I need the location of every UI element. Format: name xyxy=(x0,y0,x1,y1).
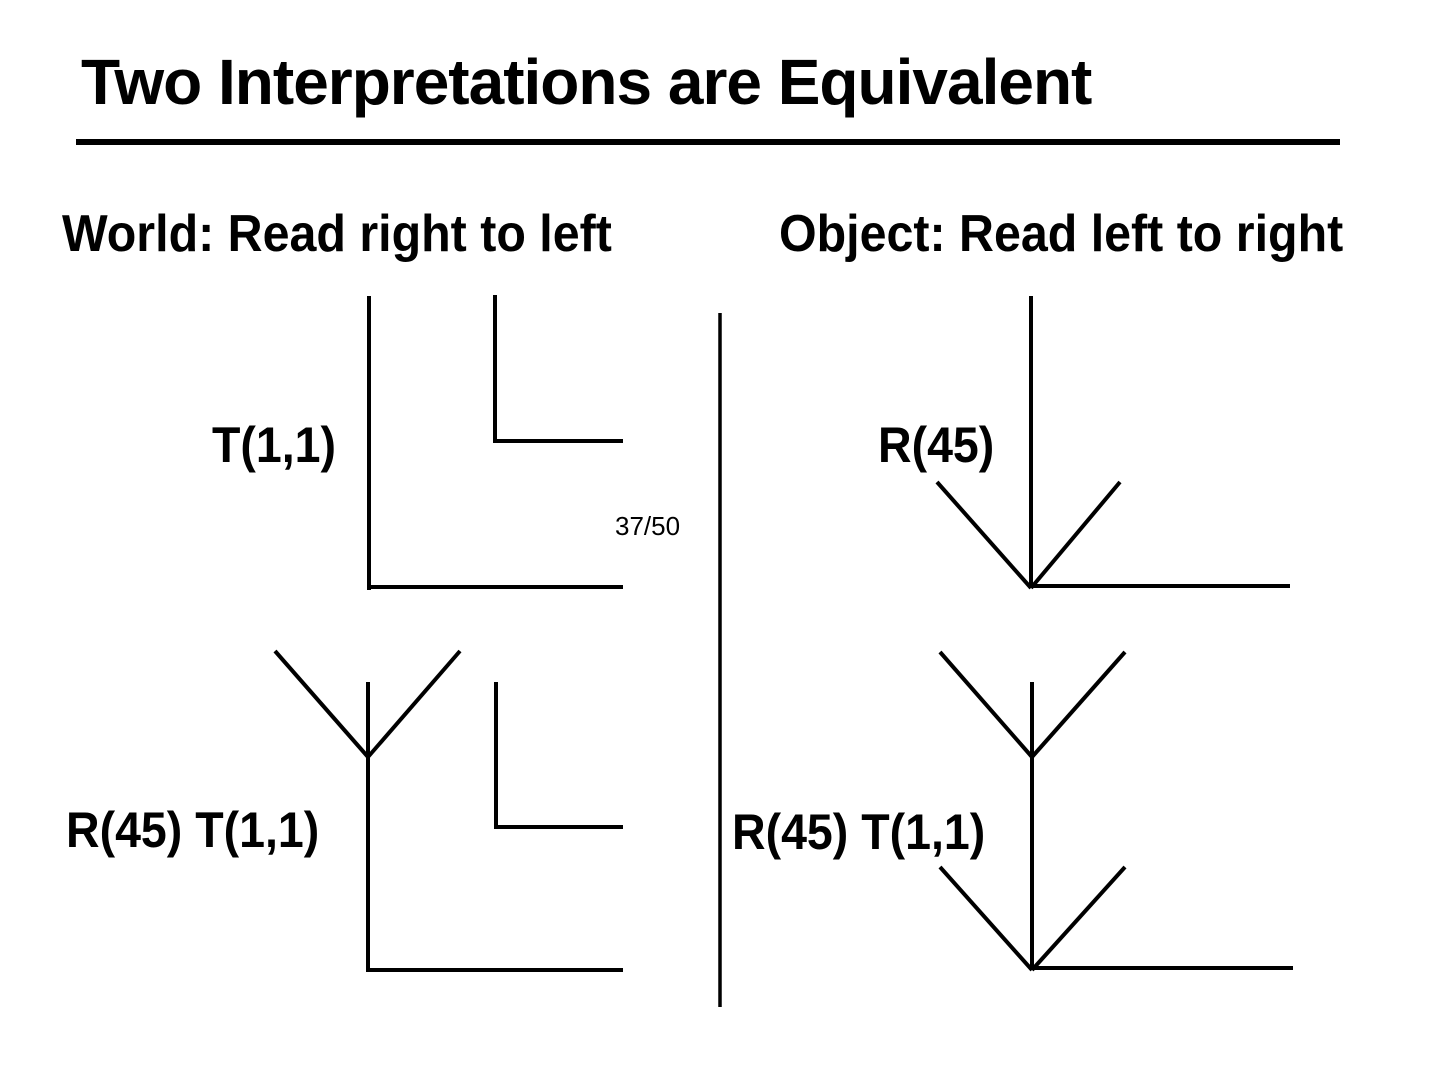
object-rotate-diagram xyxy=(935,296,1290,590)
label-rotate-translate-world-text: R(45) T(1,1) xyxy=(66,802,320,858)
title-underline xyxy=(76,139,1340,145)
rotated-right-arm xyxy=(366,649,462,759)
rotated-left-arm xyxy=(935,480,1033,590)
world-rotate-translate-diagram xyxy=(273,649,623,972)
label-rotate-text: R(45) xyxy=(878,417,995,473)
label-rotate-translate-world: R(45) T(1,1) xyxy=(66,805,338,855)
upper-rotated-right-arm xyxy=(1030,650,1127,759)
column-header-object-text: Object: Read left to right xyxy=(779,205,1344,263)
page-title: Two Interpretations are Equivalent xyxy=(81,46,1092,118)
rotated-right-arm xyxy=(1029,480,1122,590)
page-number: 37/50 xyxy=(615,511,681,541)
object-rotate-translate-diagram xyxy=(938,650,1293,972)
rotated-left-arm xyxy=(273,649,370,759)
label-rotate: R(45) xyxy=(878,420,1003,470)
column-header-object: Object: Read left to right xyxy=(779,208,1386,260)
column-header-world: World: Read right to left xyxy=(62,208,653,260)
lower-rotated-right-arm xyxy=(1030,865,1127,972)
column-header-world-text: World: Read right to left xyxy=(62,205,612,263)
lower-rotated-left-arm xyxy=(938,865,1034,972)
upper-rotated-left-arm xyxy=(938,650,1034,759)
world-translate-diagram xyxy=(367,295,623,590)
label-rotate-translate-object-text: R(45) T(1,1) xyxy=(732,804,986,860)
label-translate-text: T(1,1) xyxy=(212,417,337,473)
label-rotate-translate-object: R(45) T(1,1) xyxy=(732,807,1004,857)
label-translate: T(1,1) xyxy=(212,420,345,470)
